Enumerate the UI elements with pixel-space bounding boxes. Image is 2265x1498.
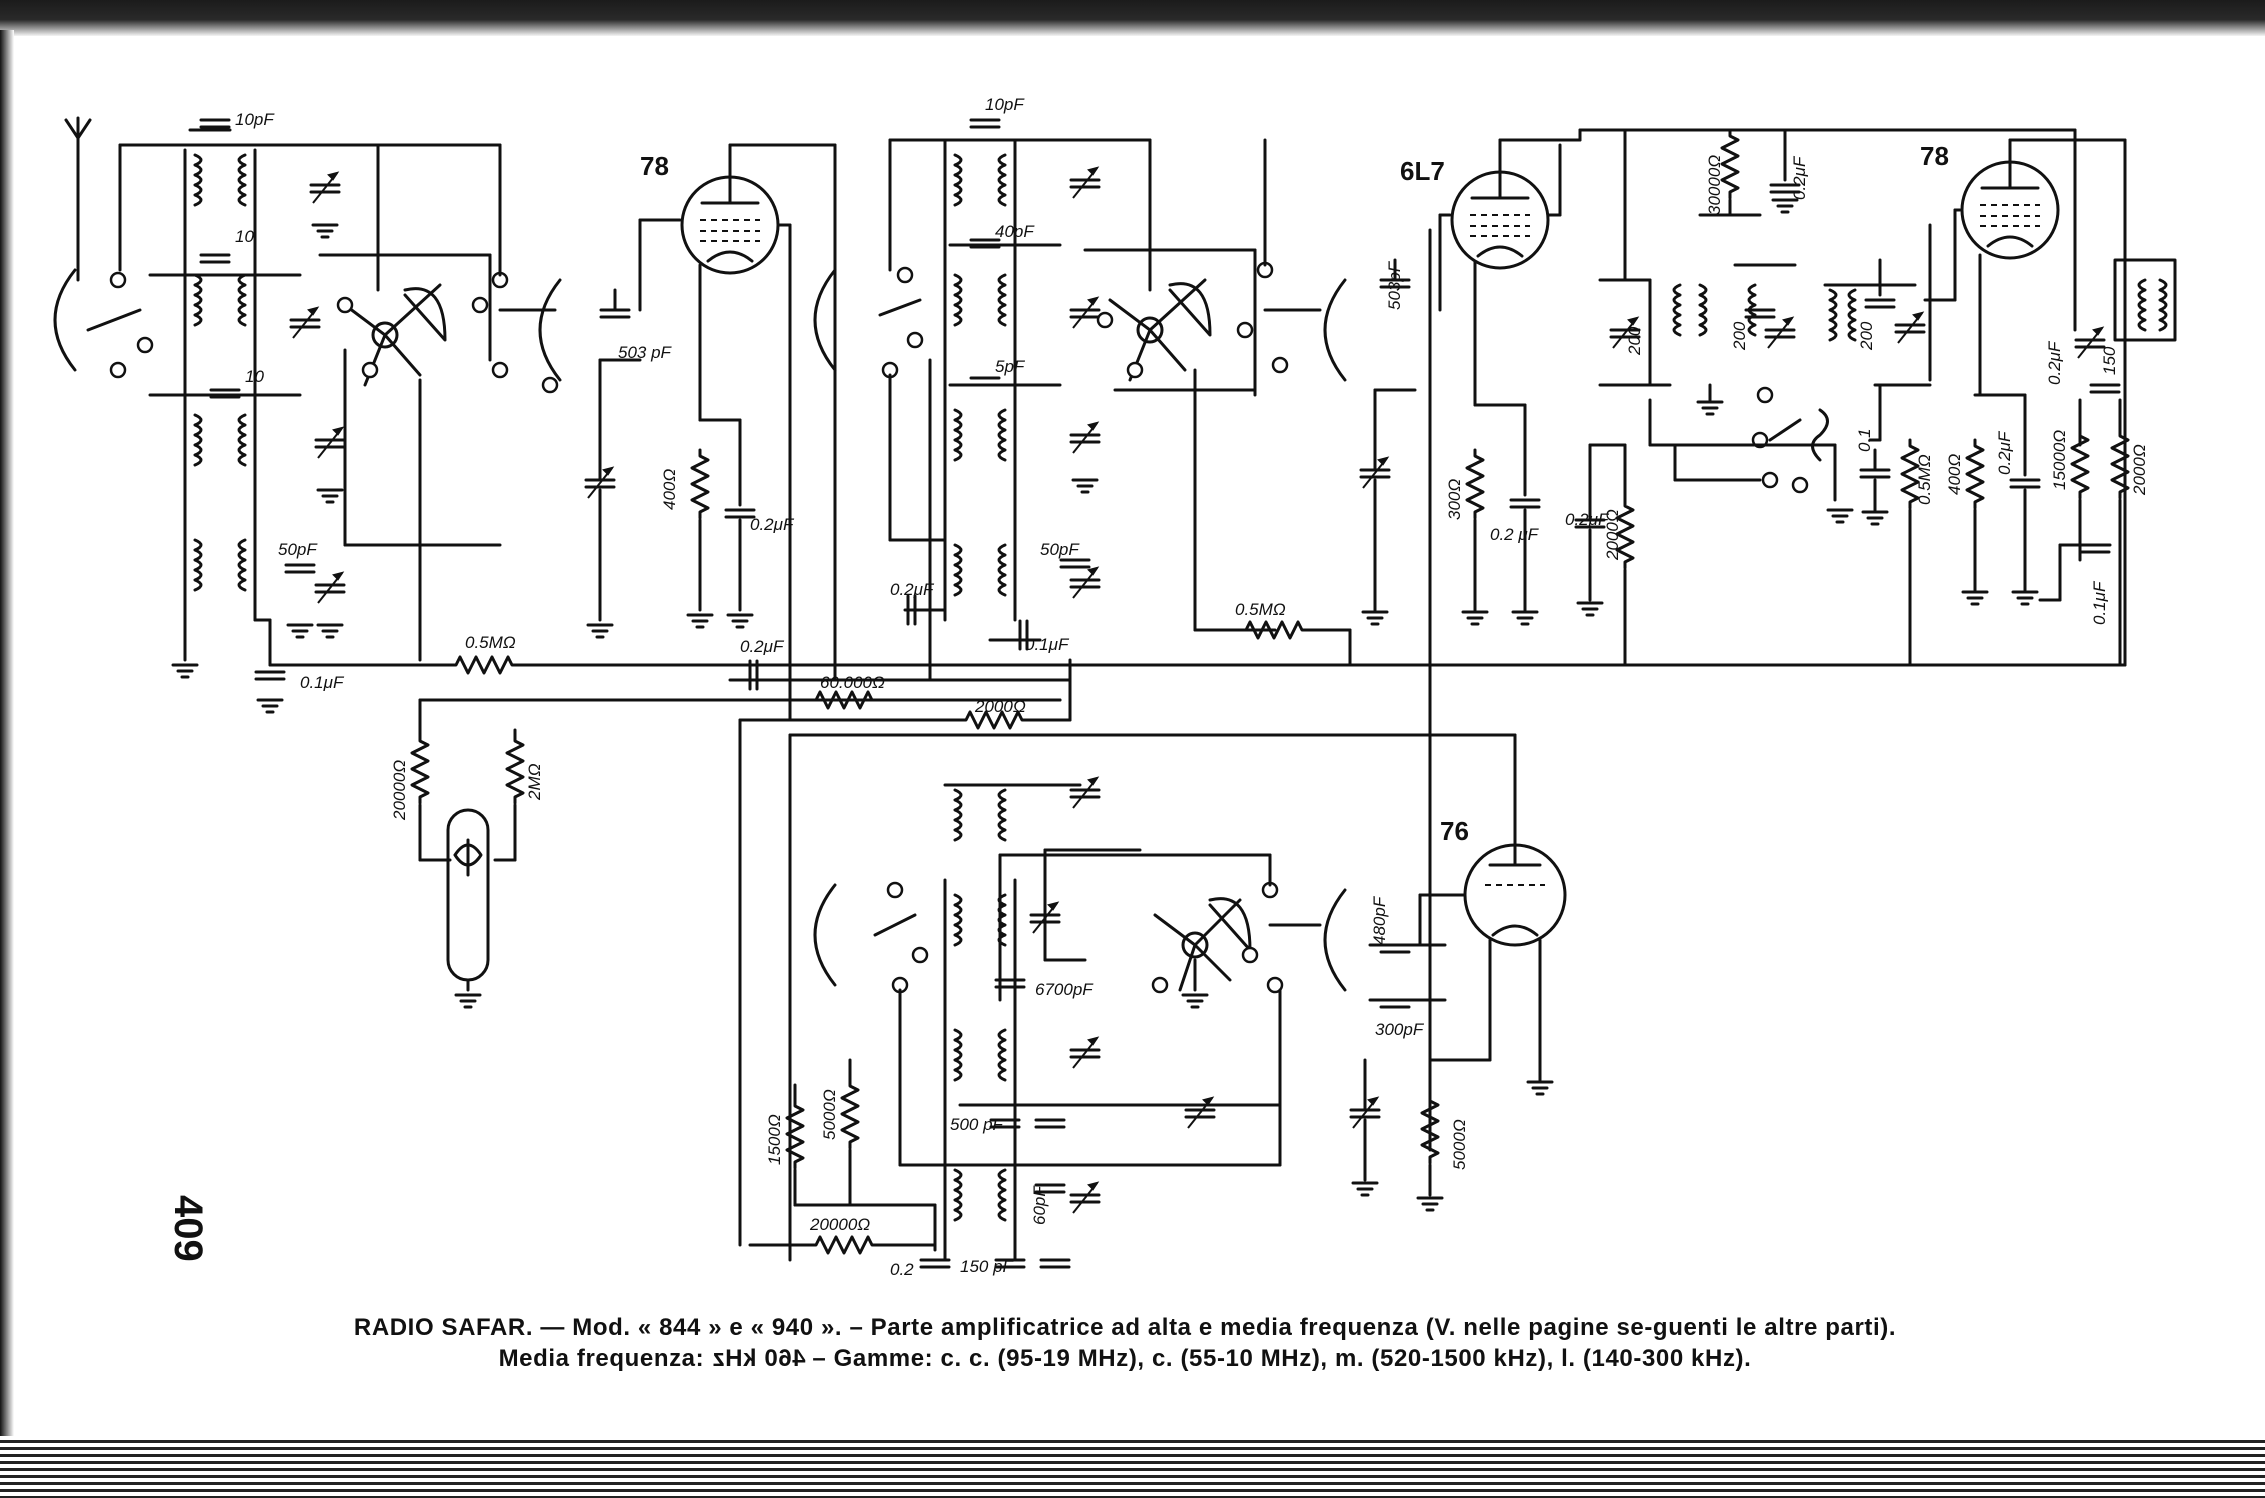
- label-c-10pf-a: 10pF: [235, 110, 275, 129]
- tube-6l7-mixer: [1359, 128, 2077, 1152]
- label-r-1500: 1500Ω: [765, 1114, 784, 1165]
- label-c-200-a: 200: [1625, 326, 1644, 356]
- page-left-shadow: [0, 30, 14, 1440]
- label-r-15000: 15000Ω: [2050, 430, 2069, 490]
- if-transformer-section: [1574, 128, 1932, 667]
- label-c-6700pf: 6700pF: [1035, 980, 1094, 999]
- label-c-02uf-d: 0.2 μF: [1490, 525, 1540, 544]
- label-c-480pf: 480pF: [1370, 895, 1389, 945]
- label-c-200-b: 200: [1730, 321, 1749, 351]
- figure-caption: RADIO SAFAR. — Mod. « 844 » e « 940 ». –…: [100, 1312, 2150, 1374]
- label-c-10-a: 10: [235, 227, 254, 246]
- tube-78-if: [1923, 128, 2177, 667]
- label-r-05m-a: 0.5MΩ: [465, 633, 516, 652]
- label-c-02uf-b: 0.2μF: [740, 637, 785, 656]
- label-r-05m-b: 0.5MΩ: [1235, 600, 1286, 619]
- label-c-10pf-b: 10pF: [985, 95, 1025, 114]
- label-r-5000-b: 5000Ω: [820, 1089, 839, 1140]
- label-c-01uf-b: 0.1μF: [1025, 635, 1070, 654]
- rf-input-section: [53, 116, 562, 714]
- page-top-shadow: [0, 0, 2265, 36]
- label-c-500pf: 500 pF: [950, 1115, 1005, 1134]
- tube-label-76: 76: [1440, 816, 1469, 846]
- label-c-200-c: 200: [1857, 321, 1876, 351]
- label-r-2m: 2MΩ: [525, 763, 544, 801]
- label-c-50pf-a: 50pF: [278, 540, 318, 559]
- label-r-05m-c: 0.5MΩ: [1915, 454, 1934, 505]
- caption-line-2-suffix: – Gamme: c. c. (95-19 MHz), c. (55-10 MH…: [812, 1345, 1752, 1372]
- label-c-60pf: 60pF: [1030, 1185, 1049, 1225]
- tuning-indicator: [410, 698, 1062, 1009]
- label-c-40pf: 40pF: [995, 222, 1035, 241]
- caption-line-2: Media frequenza: 460 kHz – Gamme: c. c. …: [100, 1343, 2150, 1374]
- label-r-20000-b: 20000Ω: [809, 1215, 870, 1234]
- caption-line-1: RADIO SAFAR. — Mod. « 844 » e « 940 ». –…: [353, 1314, 1897, 1341]
- label-r-5000-a: 5000Ω: [1450, 1119, 1469, 1170]
- label-c-02uf-c: 0.2μF: [890, 580, 935, 599]
- label-r-2000-a: 2000Ω: [974, 697, 1026, 716]
- label-c-300pf: 300pF: [1375, 1020, 1425, 1039]
- label-r-20000-a: 20000Ω: [390, 760, 409, 821]
- label-c-01: 0.1: [1855, 428, 1874, 452]
- label-c-10-b: 10: [245, 367, 264, 386]
- label-c-503pf-b: 503pF: [1385, 260, 1404, 310]
- rf-second-section: [813, 118, 1352, 682]
- label-r-2000-b: 2000Ω: [1603, 509, 1622, 561]
- label-r-2000-c: 2000Ω: [2130, 444, 2149, 496]
- tube-label-78-rf: 78: [640, 151, 669, 181]
- supply-bus: [268, 655, 2127, 730]
- label-r-400-b: 400Ω: [1945, 454, 1964, 495]
- label-c-02uf-h: 0.2μF: [2045, 340, 2064, 385]
- label-c-5pf: 5pF: [995, 357, 1026, 376]
- label-c-02uf-g: 0.2μF: [1995, 430, 2014, 475]
- label-c-503pf-a: 503 pF: [618, 343, 673, 362]
- page-bottom-edge: [0, 1436, 2265, 1498]
- label-c-50pf-b: 50pF: [1040, 540, 1080, 559]
- tube-76-oscillator: [1349, 733, 1567, 1212]
- oscillator-section: [738, 718, 1517, 1269]
- label-c-02uf-e: 0.2μF: [1565, 510, 1610, 529]
- label-r-400-a: 400Ω: [660, 469, 679, 510]
- label-c-02: 0.2: [890, 1260, 914, 1279]
- label-r-30000: 30000Ω: [1705, 155, 1724, 215]
- caption-if-frequency: 460 kHz: [711, 1345, 806, 1372]
- label-c-01uf-c: 0.1μF: [2090, 580, 2109, 625]
- label-c-01uf-a: 0.1μF: [300, 673, 345, 692]
- tube-label-6l7: 6L7: [1400, 156, 1445, 186]
- label-c-02uf-a: 0.2μF: [750, 515, 795, 534]
- page-number: 409: [166, 1195, 210, 1262]
- label-c-02uf-f: 0.2μF: [1790, 155, 1809, 200]
- caption-line-2-prefix: Media frequenza:: [498, 1345, 705, 1372]
- tube-78-rf: [584, 143, 837, 722]
- label-r-60000: 60.000Ω: [820, 673, 885, 692]
- label-c-150-a: 150: [2100, 346, 2119, 375]
- label-r-300: 300Ω: [1445, 479, 1464, 520]
- tube-label-78-if: 78: [1920, 141, 1949, 171]
- label-c-150pf: 150 pF: [960, 1257, 1015, 1276]
